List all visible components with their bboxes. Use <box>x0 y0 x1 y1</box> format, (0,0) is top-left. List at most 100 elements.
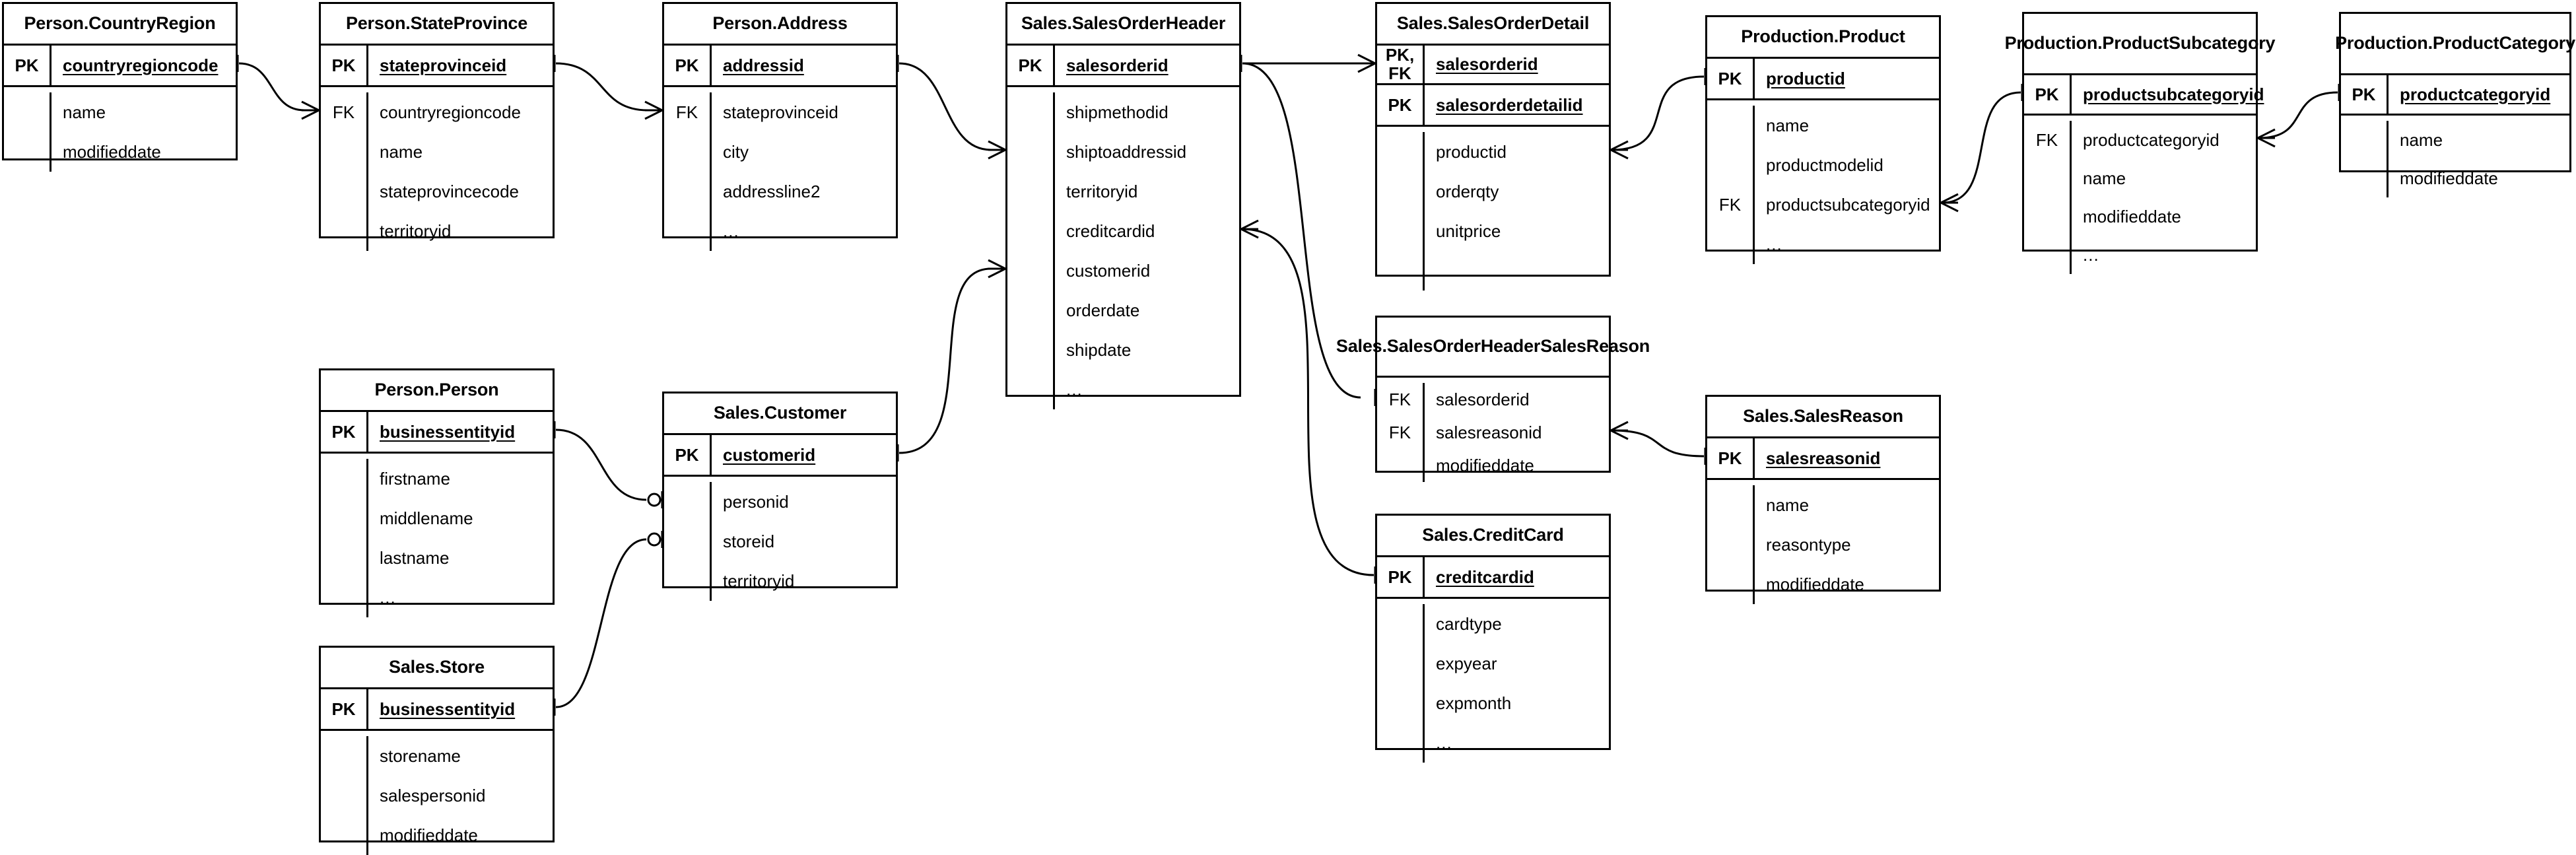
attribute-row[interactable]: lastname <box>321 538 553 578</box>
attribute-row[interactable]: addressline2 <box>664 172 896 211</box>
attribute-row[interactable]: territoryid <box>1007 172 1239 211</box>
attribute-row[interactable]: name <box>2341 121 2569 159</box>
attribute-row[interactable]: modifieddate <box>2341 159 2569 197</box>
attribute-row[interactable]: orderdate <box>1007 291 1239 330</box>
attribute-row[interactable]: name <box>2024 159 2256 197</box>
attribute-row[interactable]: expmonth <box>1377 683 1609 723</box>
attribute-row[interactable]: ... <box>1377 251 1609 291</box>
attribute-row[interactable]: storename <box>321 736 553 776</box>
entity-title: Person.StateProvince <box>321 4 553 44</box>
title-divider <box>1377 376 1609 378</box>
attribute-row[interactable]: ... <box>321 578 553 617</box>
attribute-row[interactable]: productid <box>1377 132 1609 172</box>
attribute-row[interactable]: firstname <box>321 459 553 498</box>
attribute-row[interactable]: middlename <box>321 498 553 538</box>
attribute-row[interactable]: modifieddate <box>4 132 236 172</box>
attribute-row[interactable]: personid <box>664 482 896 522</box>
attribute-row[interactable]: ... <box>2024 236 2256 274</box>
attribute-row[interactable]: cardtype <box>1377 604 1609 644</box>
attribute-row[interactable]: salespersonid <box>321 776 553 815</box>
entity-title: Production.Product <box>1707 17 1939 57</box>
attribute-row[interactable]: unitprice <box>1377 211 1609 251</box>
key-body-divider <box>2341 114 2569 116</box>
attribute-row[interactable]: name <box>4 92 236 132</box>
attribute-row[interactable]: modifieddate <box>1377 449 1609 482</box>
attribute-name: shipmethodid <box>1066 102 1169 122</box>
attribute-row[interactable]: name <box>321 132 553 172</box>
attribute-row[interactable]: territoryid <box>664 561 896 601</box>
attribute-row[interactable]: modifieddate <box>2024 197 2256 236</box>
attribute-row[interactable]: modifieddate <box>321 815 553 855</box>
key-badge-empty <box>1007 370 1055 409</box>
attribute-row[interactable]: shipdate <box>1007 330 1239 370</box>
attribute-row[interactable]: shipmethodid <box>1007 92 1239 132</box>
attribute-row[interactable]: name <box>1707 485 1939 525</box>
key-badge-empty <box>1007 291 1055 330</box>
key-badge-fk: FK <box>2024 121 2072 159</box>
attribute-row[interactable]: shiptoaddressid <box>1007 132 1239 172</box>
attribute-row[interactable]: stateprovincecode <box>321 172 553 211</box>
key-badge-pk: PK <box>1707 438 1755 478</box>
attribute-row[interactable]: ... <box>664 211 896 251</box>
attribute-row[interactable]: orderqty <box>1377 172 1609 211</box>
entity-title-line: Person.Address <box>712 13 848 33</box>
attribute-row[interactable]: ... <box>1007 370 1239 409</box>
attribute-name: name <box>1766 115 1810 135</box>
attribute-row[interactable]: creditcardid <box>1007 211 1239 251</box>
attribute-row[interactable]: expyear <box>1377 644 1609 683</box>
attribute-name: salespersonid <box>380 785 486 805</box>
attribute-row[interactable]: reasontype <box>1707 525 1939 564</box>
attribute-name: productcategoryid <box>2083 129 2220 150</box>
attribute-row[interactable]: city <box>664 132 896 172</box>
entity-title-line: Production.Product <box>1741 26 1905 46</box>
attribute-row[interactable]: storeid <box>664 522 896 561</box>
attribute-row[interactable]: customerid <box>1007 251 1239 291</box>
title-divider <box>2024 73 2256 75</box>
key-badge-label: PK <box>1718 448 1742 468</box>
attribute-row[interactable]: name <box>1707 106 1939 145</box>
attribute-row[interactable]: ... <box>1707 224 1939 264</box>
key-badge-label: FK <box>2035 129 2058 150</box>
attribute-row[interactable]: modifieddate <box>1707 564 1939 604</box>
attribute-row[interactable]: productmodelid <box>1707 145 1939 185</box>
attribute-row[interactable]: ... <box>1377 723 1609 763</box>
attribute-row[interactable]: FK productcategoryid <box>2024 121 2256 159</box>
attribute-row[interactable]: territoryid <box>321 211 553 251</box>
